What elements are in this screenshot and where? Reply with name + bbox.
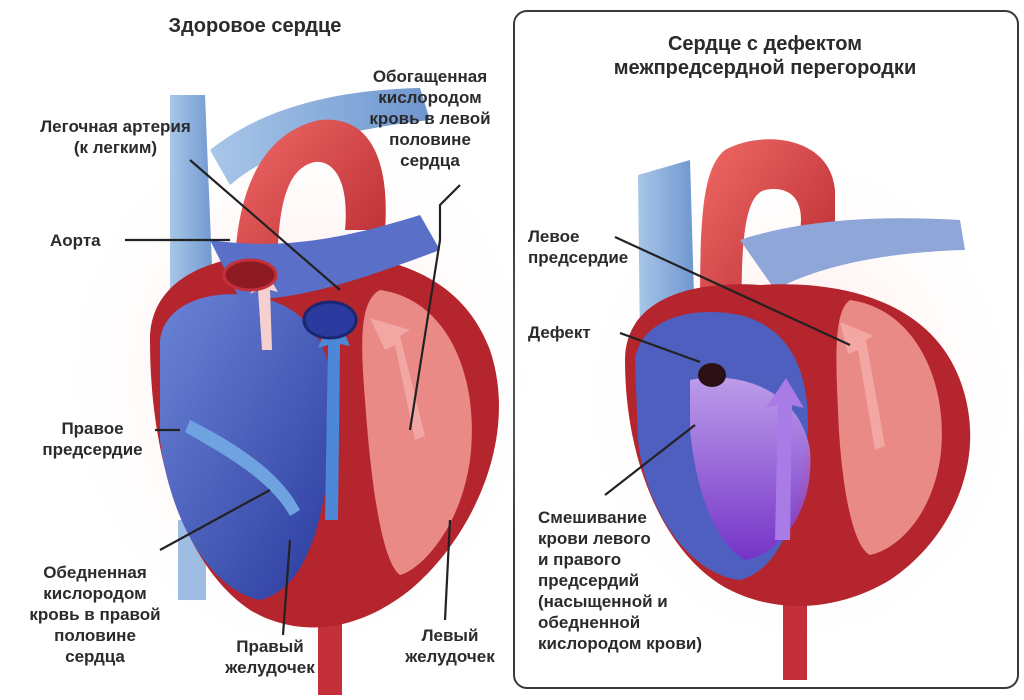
label-mixing: Смешивание крови левого и правого предсе… [538,508,703,653]
healthy-heart-title: Здоровое сердце [168,15,342,37]
label-pulmonary-artery: Легочная артерия (к легким) [40,117,191,157]
right-heart-blue [160,294,334,600]
label-left-atrium: Левое предсердие [528,227,629,267]
pulmonary-up-arrow [318,308,350,520]
label-deoxygenated-blood: Обедненная кислородом кровь в правой пол… [29,563,161,666]
defect-heart-illustration [570,139,1024,680]
mixed-up-arrow [766,378,804,540]
label-left-ventricle: Левый желудочек [405,626,495,666]
leader-mixing [604,424,696,496]
pulmonary-vessel-right [740,218,965,290]
oxygen-flow-arrow-right [840,322,885,450]
leader-lines [125,159,851,636]
leader-defect [619,331,701,364]
leader-left-atrium [614,236,851,346]
aortic-arch-right [700,139,835,330]
pulmonary-valve [302,300,358,340]
leader-pulmonary-artery [189,159,341,291]
label-defect: Дефект [528,323,591,342]
label-aorta: Аорта [50,231,101,250]
label-oxygenated-blood: Обогащенная кислородом кровь в левой пол… [369,67,491,170]
leader-deoxygenated [159,489,271,551]
septal-defect-hole [698,363,726,387]
leader-left-ventricle [443,519,452,621]
oxygen-flow-arrow [370,318,425,440]
healthy-heart-illustration [50,88,550,695]
right-flow-arrow [185,420,300,516]
defect-heart-title: Сердце с дефектом межпредсердной перегор… [613,33,917,79]
label-right-ventricle: Правый желудочек [225,637,315,677]
leader-right-ventricle [281,539,292,636]
label-right-atrium: Правое предсердие [42,419,143,459]
aortic-valve [222,258,278,292]
leader-oxygenated [408,184,461,431]
